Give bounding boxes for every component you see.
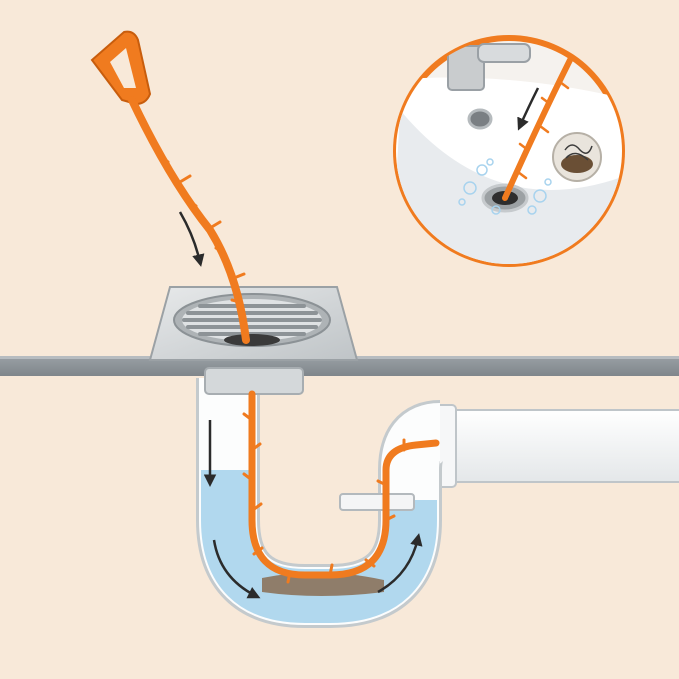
arrow-down-icon: [517, 87, 540, 131]
arrow-up-curve-icon: [377, 533, 423, 594]
p-trap-pipe: [196, 367, 679, 628]
arrow-down-icon: [178, 211, 205, 267]
floor-drain-grate: [148, 286, 359, 361]
arrow-curve-icon: [212, 539, 261, 599]
drain-snake-tool: [90, 30, 440, 584]
direction-arrows: [178, 211, 423, 599]
faucet-icon: [447, 43, 531, 91]
trap-water: [201, 470, 437, 623]
inset-sink-closeup: [393, 35, 625, 267]
bubbles: [458, 158, 552, 215]
clog-magnifier: [552, 132, 602, 182]
